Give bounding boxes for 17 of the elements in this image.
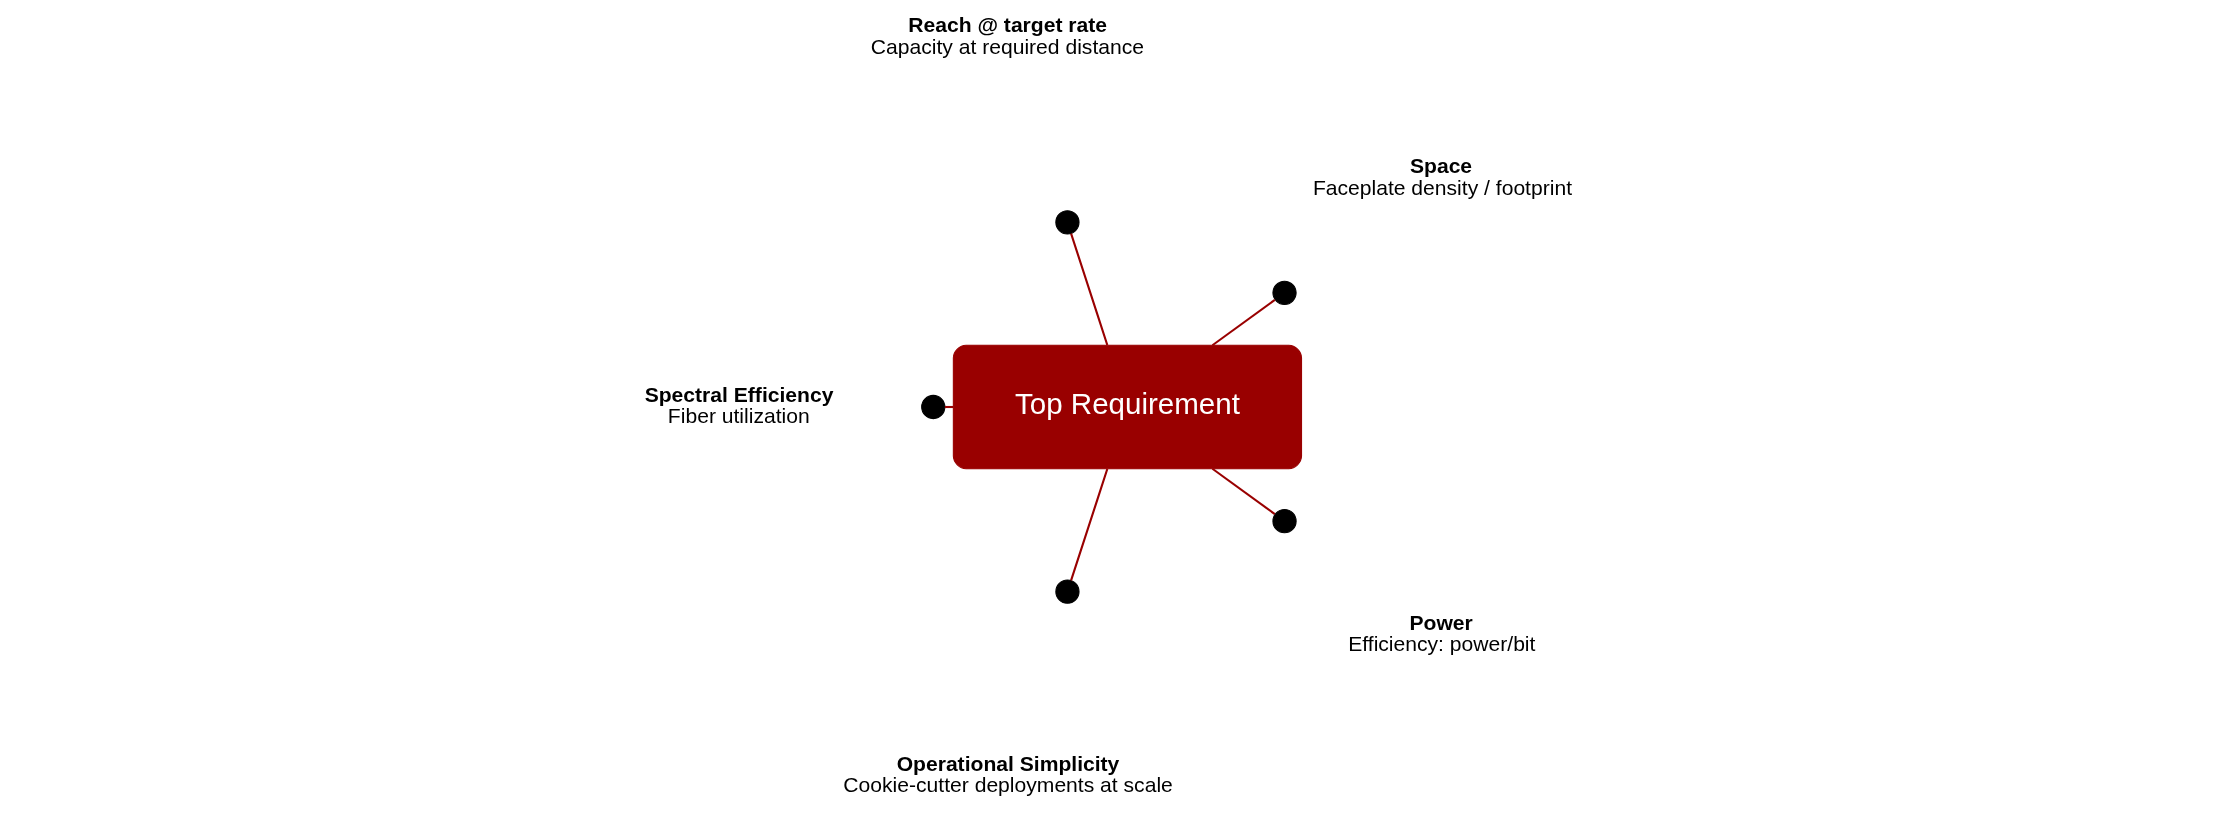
node-circle bbox=[921, 394, 946, 420]
node-label: Power bbox=[1409, 610, 1473, 634]
node-label: Reach @ target rate bbox=[908, 13, 1108, 37]
node-circle bbox=[1272, 280, 1297, 305]
node-circle bbox=[1272, 509, 1297, 534]
connector bbox=[1070, 233, 1109, 346]
node-label: Space bbox=[1409, 154, 1473, 178]
node-box: Top Requirement bbox=[952, 344, 1303, 470]
connector bbox=[1211, 299, 1276, 347]
node-label: Operational Simplicity bbox=[896, 752, 1120, 776]
connector bbox=[1070, 468, 1109, 581]
node-circle bbox=[1055, 210, 1080, 235]
node-label: Fiber utilization bbox=[667, 403, 810, 427]
node-label: Efficiency: power/bit bbox=[1348, 632, 1536, 656]
node-circle bbox=[1055, 579, 1080, 604]
connector bbox=[1211, 467, 1276, 515]
node-label: Spectral Efficiency bbox=[644, 382, 834, 406]
